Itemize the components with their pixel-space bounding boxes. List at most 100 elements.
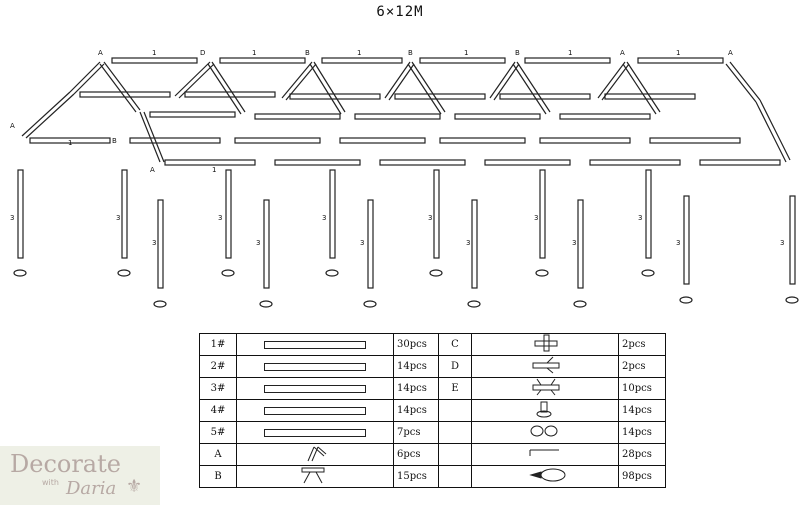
- part-illustration: [236, 421, 394, 444]
- part-code: E: [438, 377, 472, 400]
- table-row: A 6pcs 28pcs: [199, 443, 666, 466]
- part-quantity: 10pcs: [618, 377, 666, 400]
- svg-text:3: 3: [572, 239, 576, 247]
- part-quantity: 6pcs: [393, 443, 439, 466]
- part-illustration: [236, 355, 394, 378]
- bolt-icon: [471, 465, 619, 488]
- watermark-word: Decorate: [10, 450, 121, 478]
- table-row: 4# 14pcs 14pcs: [199, 399, 666, 422]
- svg-text:3: 3: [638, 214, 642, 222]
- part-code: [438, 421, 472, 444]
- svg-text:3: 3: [256, 239, 260, 247]
- connector-a-icon: [236, 443, 394, 466]
- svg-text:B: B: [305, 49, 310, 57]
- part-quantity: 7pcs: [393, 421, 439, 444]
- parts-list-table: 1# 30pcs C 2pcs 2# 14pcs D 2pcs 3# 14pcs…: [199, 333, 666, 488]
- svg-text:3: 3: [218, 214, 222, 222]
- watermark-with: with: [42, 478, 59, 487]
- part-quantity: 28pcs: [618, 443, 666, 466]
- connector-d-icon: [471, 355, 619, 378]
- mid-pipes: [79, 91, 696, 120]
- svg-text:1: 1: [68, 139, 72, 147]
- svg-text:3: 3: [360, 239, 364, 247]
- svg-text:A: A: [620, 49, 625, 57]
- legs-front: [157, 195, 690, 289]
- foot-plates: [13, 269, 799, 308]
- part-code: 2#: [199, 355, 237, 378]
- part-code: [438, 399, 472, 422]
- part-quantity: 15pcs: [393, 465, 439, 488]
- part-quantity: 2pcs: [618, 355, 666, 378]
- connector-b-icon: [236, 465, 394, 488]
- parts-rows: 1# 30pcs C 2pcs 2# 14pcs D 2pcs 3# 14pcs…: [199, 333, 666, 488]
- part-code: 4#: [199, 399, 237, 422]
- rafters-back: [69, 61, 761, 103]
- watermark-name: Daria: [66, 478, 117, 499]
- table-row: 3# 14pcs E 10pcs: [199, 377, 666, 400]
- pin-icon: [471, 443, 619, 466]
- part-code: 3#: [199, 377, 237, 400]
- part-quantity: 30pcs: [393, 333, 439, 356]
- part-quantity: 98pcs: [618, 465, 666, 488]
- svg-text:1: 1: [252, 49, 256, 57]
- svg-text:3: 3: [10, 214, 14, 222]
- foot-plate-icon: [471, 399, 619, 422]
- part-quantity: 14pcs: [393, 377, 439, 400]
- svg-text:3: 3: [322, 214, 326, 222]
- legs-back: [17, 169, 796, 285]
- svg-text:3: 3: [780, 239, 784, 247]
- part-quantity: 14pcs: [393, 355, 439, 378]
- part-quantity: 2pcs: [618, 333, 666, 356]
- eave-back: [29, 137, 741, 144]
- eave-front: [164, 159, 781, 166]
- table-row: 2# 14pcs D 2pcs: [199, 355, 666, 378]
- part-code: 1#: [199, 333, 237, 356]
- part-quantity: 14pcs: [618, 421, 666, 444]
- svg-text:A: A: [728, 49, 733, 57]
- svg-text:1: 1: [357, 49, 361, 57]
- ridge-pipes: [111, 57, 724, 64]
- svg-text:3: 3: [116, 214, 120, 222]
- svg-text:1: 1: [676, 49, 680, 57]
- part-code: [438, 443, 472, 466]
- svg-text:1: 1: [212, 166, 216, 174]
- part-code: D: [438, 355, 472, 378]
- svg-text:3: 3: [428, 214, 432, 222]
- svg-text:1: 1: [152, 49, 156, 57]
- svg-text:B: B: [408, 49, 413, 57]
- svg-text:B: B: [112, 137, 117, 145]
- svg-text:3: 3: [152, 239, 156, 247]
- svg-text:D: D: [200, 49, 205, 57]
- svg-text:3: 3: [676, 239, 680, 247]
- table-row: 5# 7pcs 14pcs: [199, 421, 666, 444]
- part-illustration: [236, 333, 394, 356]
- svg-text:B: B: [515, 49, 520, 57]
- part-quantity: 14pcs: [618, 399, 666, 422]
- part-code: B: [199, 465, 237, 488]
- part-code: [438, 465, 472, 488]
- fleur-de-lis-icon: ⚜: [126, 476, 143, 497]
- connector-e-icon: [471, 377, 619, 400]
- clamp-icon: [471, 421, 619, 444]
- part-illustration: [236, 399, 394, 422]
- part-quantity: 14pcs: [393, 399, 439, 422]
- part-code: A: [199, 443, 237, 466]
- table-row: B 15pcs 98pcs: [199, 465, 666, 488]
- svg-text:3: 3: [466, 239, 470, 247]
- diagram-title: 6×12M: [376, 4, 424, 20]
- part-code: C: [438, 333, 472, 356]
- svg-text:1: 1: [464, 49, 468, 57]
- svg-text:1: 1: [568, 49, 572, 57]
- svg-text:A: A: [98, 49, 103, 57]
- svg-text:3: 3: [534, 214, 538, 222]
- watermark-logo: Decorate with Daria ⚜: [0, 446, 160, 505]
- part-code: 5#: [199, 421, 237, 444]
- table-row: 1# 30pcs C 2pcs: [199, 333, 666, 356]
- rafters-front: [99, 61, 661, 115]
- part-illustration: [236, 377, 394, 400]
- svg-text:A: A: [150, 166, 155, 174]
- connector-c-icon: [471, 333, 619, 356]
- svg-text:A: A: [10, 122, 15, 130]
